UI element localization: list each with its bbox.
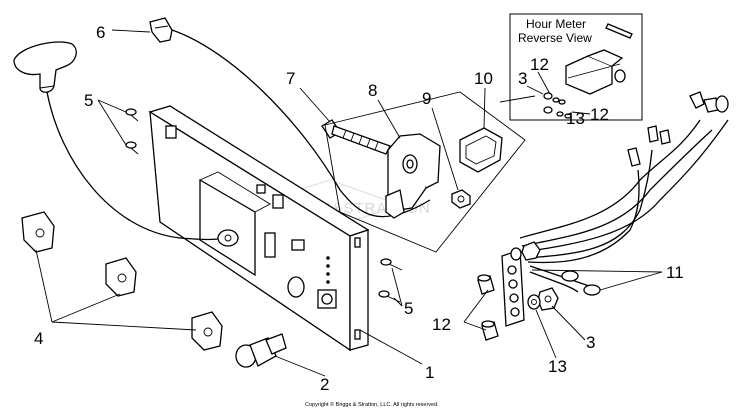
callout-7: 7 — [286, 69, 295, 88]
panel-clips — [21, 211, 223, 351]
callout-4: 4 — [34, 329, 43, 348]
screws-top — [125, 108, 139, 155]
callout-12: 12 — [432, 315, 451, 334]
inset-callout-3: 3 — [518, 69, 527, 88]
callout-5-middle: 5 — [404, 299, 413, 318]
callout-6: 6 — [96, 23, 105, 42]
callout-11: 11 — [666, 263, 684, 282]
callout-13: 13 — [548, 357, 567, 376]
terminal-plate — [501, 249, 525, 327]
inset-title-line1: Hour Meter — [526, 17, 586, 31]
leader-lines — [35, 29, 663, 377]
control-panel-part — [148, 105, 370, 352]
choke-cable — [171, 29, 431, 218]
inset-callout-12-top: 12 — [530, 55, 549, 74]
inset-callout-13: 13 — [566, 109, 585, 128]
callout-10: 10 — [474, 69, 493, 88]
callout-8: 8 — [368, 81, 377, 100]
inset-callout-12-bottom: 12 — [590, 105, 609, 124]
wiring-harness — [519, 91, 729, 296]
bolt-part — [321, 119, 391, 155]
switch-mount-outline — [324, 91, 526, 253]
callout-1: 1 — [425, 363, 434, 382]
callout-2: 2 — [320, 375, 329, 394]
callout-5-top: 5 — [84, 91, 93, 110]
callout-9: 9 — [422, 89, 431, 108]
callout-3: 3 — [586, 333, 595, 352]
t-handle-knob — [13, 41, 77, 93]
inset-title-line2: Reverse View — [518, 31, 592, 45]
hour-meter-part — [459, 127, 503, 173]
push-button-part — [235, 333, 287, 368]
nut-part — [451, 189, 471, 209]
cable-grommet — [217, 229, 239, 247]
screws-middle — [378, 258, 403, 303]
cable-clip-part — [149, 17, 173, 43]
ignition-switch-part — [385, 133, 441, 219]
spacers-and-nuts — [477, 241, 559, 341]
hour-meter-inset: Hour Meter Reverse View 3 12 12 13 — [509, 13, 643, 128]
copyright-text: Copyright © Briggs & Stratton, LLC. All … — [305, 401, 439, 408]
knob-cable — [46, 91, 225, 241]
